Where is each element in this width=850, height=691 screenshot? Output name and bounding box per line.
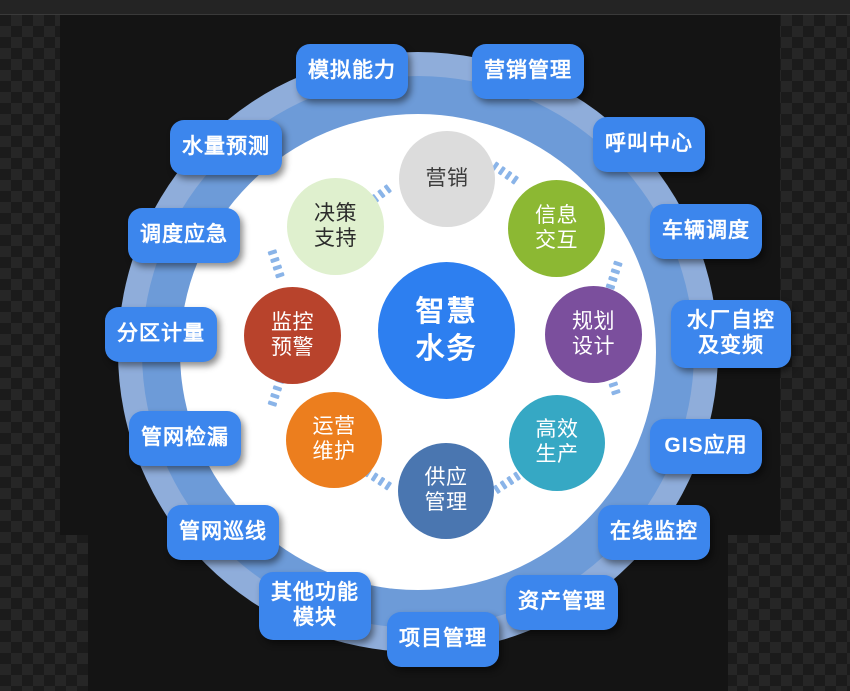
pill-water-forecast[interactable]: 水量预测: [170, 120, 282, 175]
node-center-smart-water[interactable]: 智慧 水务: [378, 262, 515, 399]
pill-call-center-label: 呼叫中心: [605, 132, 693, 156]
node-planning-design-line-1: 规划: [572, 309, 615, 333]
node-monitor-alert-line-1: 监控: [271, 310, 314, 334]
pill-pipeline-patrol[interactable]: 管网巡线: [167, 505, 279, 560]
pill-leak-detection-label: 管网检漏: [141, 426, 229, 450]
pill-pipeline-patrol-label: 管网巡线: [179, 520, 267, 544]
pill-asset-management-label: 资产管理: [518, 590, 606, 614]
pill-marketing-management[interactable]: 营销管理: [472, 44, 584, 99]
pill-vehicle-dispatch[interactable]: 车辆调度: [650, 204, 762, 259]
pill-marketing-management-label: 营销管理: [484, 59, 572, 83]
node-ops-maintenance[interactable]: 运营 维护: [286, 392, 382, 488]
node-efficient-production-line-1: 高效: [535, 418, 579, 442]
node-decision-support-line-1: 决策: [314, 201, 357, 225]
node-info-exchange[interactable]: 信息 交互: [508, 180, 605, 277]
pill-other-modules-line-2: 模块: [293, 606, 337, 629]
pill-leak-detection[interactable]: 管网检漏: [129, 411, 241, 466]
pill-simulation-capability-label: 模拟能力: [308, 59, 396, 83]
node-efficient-production-line-2: 生产: [535, 443, 579, 466]
pill-asset-management[interactable]: 资产管理: [506, 575, 618, 630]
node-supply-management[interactable]: 供应 管理: [398, 443, 494, 539]
node-marketing[interactable]: 营销: [399, 131, 495, 227]
pill-online-monitoring[interactable]: 在线监控: [598, 505, 710, 560]
node-info-exchange-line-2: 交互: [535, 228, 578, 252]
node-monitor-alert-line-2: 预警: [271, 335, 314, 359]
node-supply-management-line-1: 供应: [424, 466, 468, 490]
pill-call-center[interactable]: 呼叫中心: [593, 117, 705, 172]
pill-dispatch-emergency[interactable]: 调度应急: [128, 208, 240, 263]
node-info-exchange-line-1: 信息: [535, 203, 578, 227]
node-planning-design-line-2: 设计: [572, 334, 615, 358]
node-decision-support-line-2: 支持: [314, 226, 357, 250]
pill-gis-application[interactable]: GIS应用: [650, 419, 762, 474]
pill-gis-application-label: GIS应用: [664, 434, 748, 458]
pill-project-management[interactable]: 项目管理: [387, 612, 499, 667]
pill-simulation-capability[interactable]: 模拟能力: [296, 44, 408, 99]
center-line-2: 水务: [415, 332, 478, 365]
node-efficient-production[interactable]: 高效 生产: [509, 395, 605, 491]
pill-project-management-label: 项目管理: [399, 627, 487, 651]
pill-zone-metering-label: 分区计量: [117, 322, 205, 346]
node-monitor-alert[interactable]: 监控 预警: [244, 287, 341, 384]
node-marketing-line-1: 营销: [425, 166, 469, 190]
pill-vehicle-dispatch-label: 车辆调度: [662, 219, 750, 243]
pill-plant-automation-line-2: 及变频: [698, 334, 764, 357]
node-ops-maintenance-line-2: 维护: [312, 440, 356, 463]
pill-water-forecast-label: 水量预测: [182, 135, 270, 159]
node-supply-management-line-2: 管理: [424, 491, 468, 514]
pill-plant-automation[interactable]: 水厂自控 及变频: [671, 300, 791, 368]
pill-plant-automation-line-1: 水厂自控: [687, 309, 775, 333]
node-planning-design[interactable]: 规划 设计: [545, 286, 642, 383]
pill-other-modules-line-1: 其他功能: [271, 581, 359, 605]
window-top-bar: [0, 0, 850, 15]
pill-dispatch-emergency-label: 调度应急: [140, 223, 228, 247]
node-decision-support[interactable]: 决策 支持: [287, 178, 384, 275]
pill-zone-metering[interactable]: 分区计量: [105, 307, 217, 362]
pill-other-modules[interactable]: 其他功能 模块: [259, 572, 371, 640]
pill-online-monitoring-label: 在线监控: [610, 520, 698, 544]
center-line-1: 智慧: [415, 296, 478, 329]
node-ops-maintenance-line-1: 运营: [312, 415, 356, 439]
